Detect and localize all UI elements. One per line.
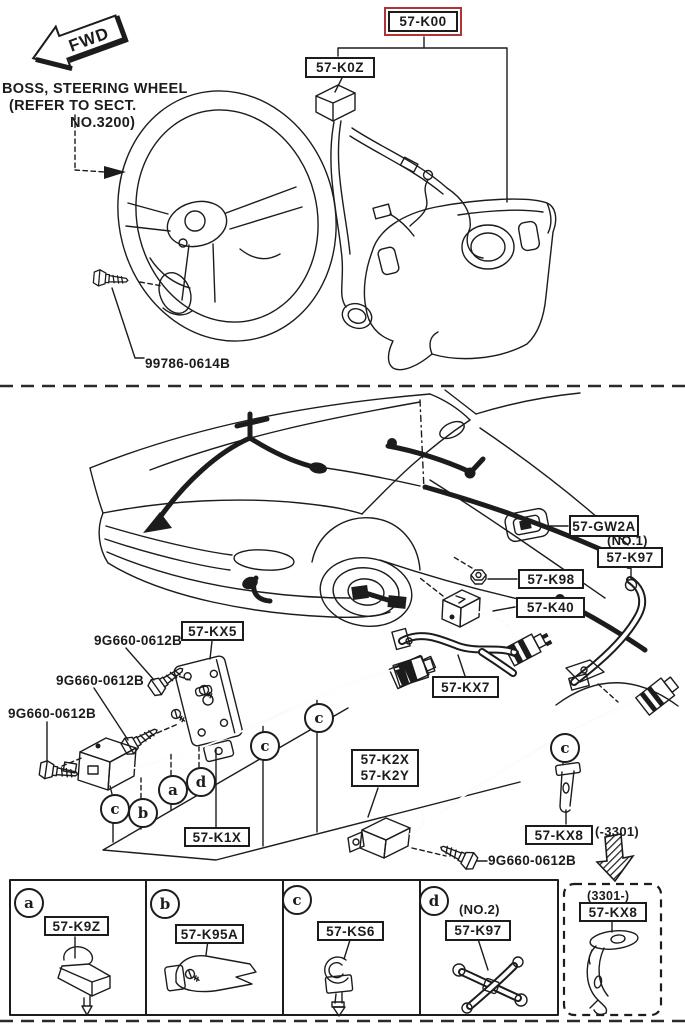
airbag-harness-drawing (315, 84, 515, 330)
left-sensor-drawing (62, 737, 137, 791)
legend-table-lines (0, 879, 685, 1023)
part-label-57K2X-57K2Y[interactable]: 57-K2X 57-K2Y (351, 749, 419, 787)
part-label-57KX5[interactable]: 57-KX5 (181, 621, 244, 641)
legend-clip-b-drawing (164, 939, 257, 993)
callout-circle-c2: c (250, 731, 280, 761)
car-drawing (89, 389, 679, 707)
kx8-bracket-drawing (554, 761, 635, 883)
part-label-57KX8[interactable]: 57-KX8 (525, 825, 593, 845)
note-no1: (NO.1) (607, 533, 648, 548)
legend-letter-b: b (150, 889, 180, 919)
legend-clip-d-drawing (452, 938, 528, 1014)
part-label-57K2Y: 57-K2Y (360, 768, 410, 783)
legend-part-57K97[interactable]: 57-K97 (445, 920, 511, 941)
callout-circle-d: d (186, 767, 216, 797)
part-label-57K2X: 57-K2X (360, 752, 410, 767)
legend-part-57K95A[interactable]: 57-K95A (175, 924, 244, 944)
boss-note-line2: (REFER TO SECT. (9, 98, 137, 114)
k97-bracket-drawing (565, 567, 647, 703)
kx5-plate-drawing (38, 640, 243, 784)
k2x-sensor-drawing (347, 787, 488, 873)
airbag-module-drawing (363, 198, 557, 371)
part-label-57K97[interactable]: 57-K97 (597, 547, 663, 568)
callout-circle-c4: c (550, 733, 580, 763)
rear-cable-drawing (411, 676, 680, 839)
gw2a-clip-drawing (504, 507, 569, 543)
callout-leader-lines (109, 698, 564, 847)
boss-note-line1: BOSS, STEERING WHEEL (2, 81, 188, 97)
part-label-57K00[interactable]: 57-K00 (388, 11, 458, 32)
note-minus3301: (-3301) (595, 824, 640, 839)
part-label-57K0Z[interactable]: 57-K0Z (305, 57, 375, 78)
legend-letter-a: a (14, 888, 44, 918)
callout-circle-b: b (128, 798, 158, 828)
legend-clip-a-drawing (57, 936, 111, 1016)
callout-circle-c3: c (304, 703, 334, 733)
part-number-9G660-3[interactable]: 9G660-0612B (8, 706, 97, 721)
steering-bolt-drawing (74, 114, 163, 359)
legend-part-57K9Z[interactable]: 57-K9Z (44, 916, 109, 936)
legend-clip-c-drawing (324, 939, 354, 1017)
legend-letter-d: d (419, 886, 449, 916)
legend-note-3301: (3301-) (587, 889, 630, 903)
part-label-57K00-highlight: 57-K00 (384, 7, 462, 36)
steering-wheel-drawing (117, 90, 337, 342)
down-arrow-icon (595, 833, 635, 883)
part-number-9G660-2[interactable]: 9G660-0612B (56, 673, 145, 688)
legend-part-57KS6[interactable]: 57-KS6 (317, 921, 384, 941)
part-label-57KX7[interactable]: 57-KX7 (432, 676, 499, 698)
legend-kx8-drawing (586, 921, 639, 1016)
part-number-9G660-4[interactable]: 9G660-0612B (488, 853, 577, 868)
kx7-bracket-drawing (388, 627, 519, 690)
callout-circle-a: a (158, 775, 188, 805)
k98-nut-drawing (451, 555, 518, 585)
part-label-57K40[interactable]: 57-K40 (516, 597, 585, 618)
legend-letter-c: c (282, 885, 312, 915)
part-number-99786-0614B[interactable]: 99786-0614B (145, 356, 231, 371)
legend-note-no2: (NO.2) (459, 902, 500, 917)
k00-leader-lines (334, 36, 508, 203)
part-label-57K1X[interactable]: 57-K1X (184, 827, 250, 847)
callout-circle-c1: c (100, 794, 130, 824)
boss-note-line3: NO.3200) (70, 115, 136, 131)
part-number-9G660-1[interactable]: 9G660-0612B (94, 633, 183, 648)
legend-part-57KX8-alt[interactable]: 57-KX8 (579, 902, 647, 922)
part-label-57GW2A[interactable]: 57-GW2A (569, 515, 639, 537)
k1x-cable-drawing (133, 655, 436, 828)
fwd-arrow-icon: FWD (31, 14, 129, 71)
part-label-57K98[interactable]: 57-K98 (518, 569, 584, 589)
